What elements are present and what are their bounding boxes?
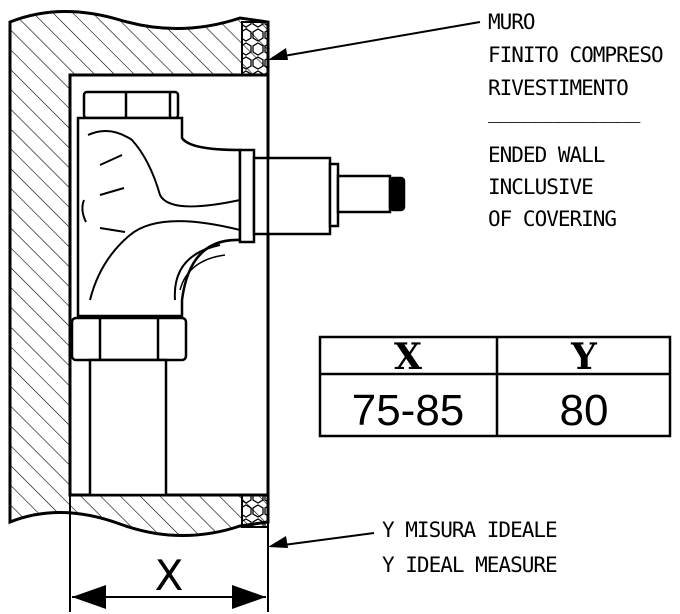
table-value-y: 80	[560, 386, 609, 435]
dimension-table: X Y 75-85 80	[318, 335, 672, 438]
wall-annotation: MURO FINITO COMPRESO RIVESTIMENTO ______…	[488, 10, 664, 231]
label-separator: _____________	[488, 99, 641, 123]
wall-label-it-2: FINITO COMPRESO	[488, 43, 663, 67]
wall-covering	[241, 21, 269, 528]
measure-label-en: Y IDEAL MEASURE	[382, 553, 557, 577]
table-header-x: X	[394, 336, 422, 378]
wall-label-it-3: RIVESTIMENTO	[488, 76, 628, 100]
wall-leader	[268, 21, 481, 60]
table-value-x: 75-85	[352, 386, 465, 435]
dimension-x-label: X	[155, 551, 184, 600]
wall-label-en-2: INCLUSIVE	[488, 175, 593, 199]
wall-label-en-1: ENDED WALL	[488, 143, 605, 167]
wall-label-it-1: MURO	[488, 10, 535, 34]
table-header-y: Y	[570, 336, 598, 378]
valve-body	[70, 90, 406, 497]
measure-leader: Y MISURA IDEALE Y IDEAL MEASURE	[268, 518, 558, 577]
x-dimension: X	[69, 495, 269, 612]
measure-label-it: Y MISURA IDEALE	[382, 518, 557, 542]
wall-label-en-3: OF COVERING	[488, 207, 616, 231]
